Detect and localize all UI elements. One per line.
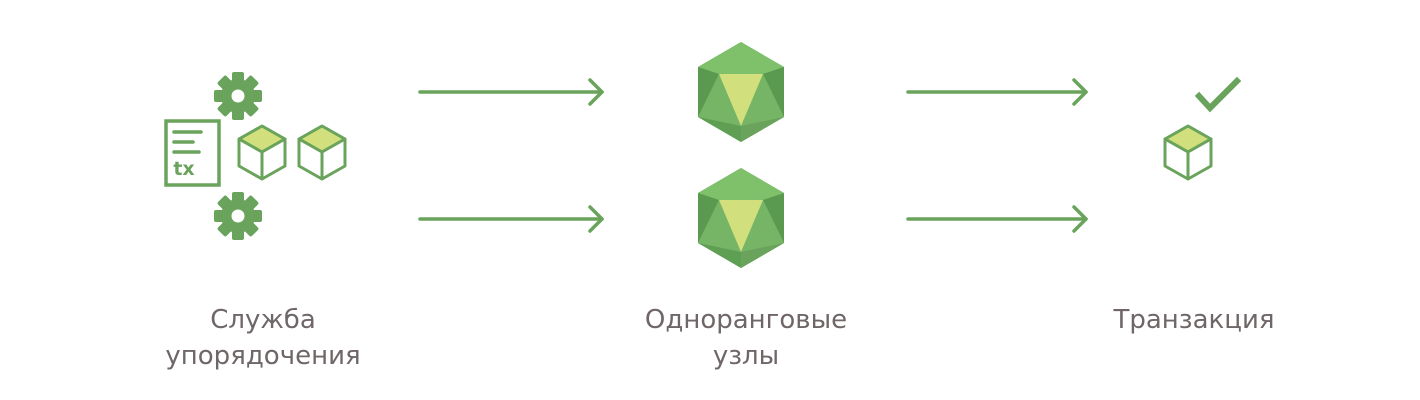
document-icon: tx bbox=[164, 119, 221, 187]
peer-nodes-label-line-2: узлы bbox=[712, 341, 780, 371]
peer-nodes-label: Одноранговые узлы bbox=[616, 302, 876, 374]
checkmark-icon bbox=[1194, 76, 1242, 113]
gear-icon bbox=[214, 72, 262, 120]
peer-node-icon bbox=[698, 42, 784, 142]
arrow-right-icon bbox=[906, 205, 1088, 233]
ordering-service-label-line-2: упорядочения bbox=[165, 341, 361, 371]
arrow-right-icon bbox=[418, 78, 604, 106]
transaction-label: Транзакция bbox=[1080, 302, 1308, 338]
peer-nodes-label-line-1: Одноранговые bbox=[644, 305, 848, 335]
gear-icon bbox=[214, 192, 262, 240]
block-cube-icon bbox=[297, 124, 347, 181]
ordering-service-label: Служба упорядочения bbox=[138, 302, 388, 374]
transaction-label-line-1: Транзакция bbox=[1113, 305, 1275, 335]
peer-node-icon bbox=[698, 168, 784, 268]
document-tx-text: tx bbox=[173, 158, 194, 180]
block-cube-icon bbox=[237, 124, 287, 181]
block-cube-icon bbox=[1163, 124, 1213, 181]
ordering-service-label-line-1: Служба bbox=[210, 305, 316, 335]
ordering-service-group: tx bbox=[164, 72, 347, 240]
arrow-right-icon bbox=[906, 78, 1088, 106]
arrow-right-icon bbox=[418, 205, 604, 233]
